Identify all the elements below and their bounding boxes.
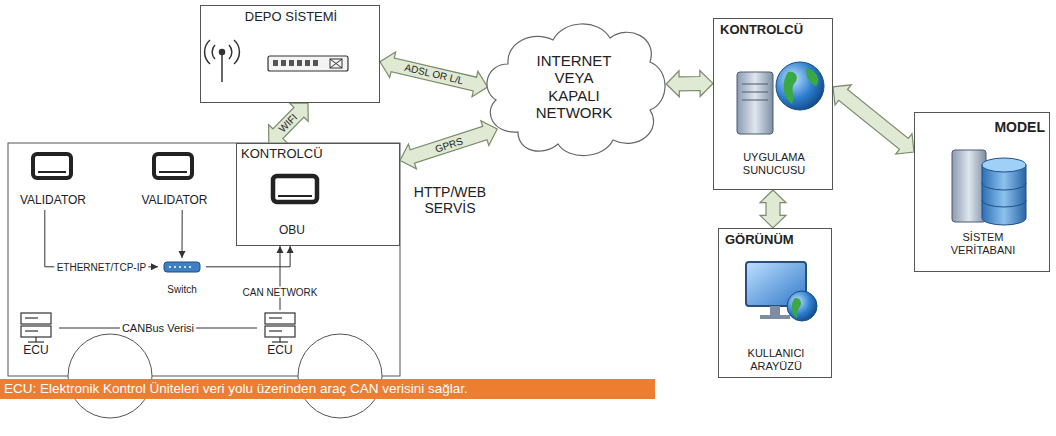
obu-box: KONTROLCÜ OBU: [236, 143, 400, 246]
antenna-icon: [205, 40, 240, 82]
node-title: ECU: [257, 344, 303, 358]
wire: [277, 246, 284, 310]
arrowhead: [287, 246, 294, 253]
connector-label: ETHERNET/TCP-IP: [55, 261, 148, 272]
connector-label: ADSL OR L/L: [401, 62, 466, 87]
arrowhead: [277, 246, 284, 253]
validator-device: VALIDATOR: [12, 150, 94, 210]
server-icon: [737, 72, 773, 134]
validator-icon: [33, 154, 192, 178]
wire-line: [182, 210, 183, 258]
protocol-label: HTTP/WEB SERVİS: [405, 184, 495, 216]
link-arrow-shape: [760, 190, 786, 228]
link-arrow-shape: [666, 71, 713, 97]
link-arrow: [760, 190, 786, 228]
database-icon: [952, 150, 1026, 225]
node-title: VALIDATOR: [12, 194, 94, 208]
node-title: GÖRÜNÜM: [725, 233, 827, 248]
switch-device: Switch: [158, 258, 206, 298]
wire-line: [280, 246, 281, 310]
connector-label: CAN NETWORK: [241, 287, 320, 298]
router-icon: [268, 56, 348, 71]
switch-icon: [164, 262, 200, 272]
globe-icon: [776, 62, 824, 110]
node-title: Switch: [158, 284, 206, 296]
cloud-shape: [487, 24, 665, 156]
network-cloud: INTERNET VEYA KAPALI NETWORK: [478, 12, 670, 162]
link-arrow-shape: [269, 103, 309, 143]
link-arrow-shape: [380, 52, 488, 97]
node-text: KULLANICI ARAYÜZÜ: [731, 347, 821, 372]
monitor-icon: [746, 262, 817, 321]
link-arrow: [400, 121, 497, 169]
model-box: MODEL SİSTEM VERİTABANI: [914, 112, 1050, 272]
connector-label: WIFI: [276, 110, 301, 136]
node-title: KONTROLCÜ: [720, 23, 828, 38]
node-title: ECU: [13, 344, 59, 358]
ecu-device: ECU: [13, 310, 59, 360]
node-text: SİSTEM VERİTABANI: [943, 231, 1023, 256]
link-arrow-shape: [833, 85, 914, 154]
node-text: UYGULAMA SUNUCUSU: [724, 151, 824, 176]
wire-line: [45, 210, 158, 267]
arrowhead: [151, 263, 158, 270]
ecu-device: ECU: [257, 310, 303, 360]
server-box: KONTROLCÜ UYGULAMA SUNUCUSU: [713, 18, 833, 190]
connector-label: CANBus Verisi: [120, 322, 196, 334]
validator-device: VALIDATOR: [132, 150, 217, 210]
node-title: MODEL: [921, 119, 1045, 135]
link-arrow-shape: [400, 121, 497, 169]
ecu-icon: [21, 313, 295, 342]
note-band: ECU: Elektronik Kontrol Üniteleri veri y…: [0, 379, 655, 399]
vehicle-wheel: [68, 334, 382, 418]
obu-icon: [273, 176, 317, 202]
node-title: VALIDATOR: [132, 194, 217, 208]
wire: [179, 210, 186, 258]
connector-label: GPRS: [432, 135, 466, 155]
node-title: DEPO SİSTEMİ: [201, 10, 381, 25]
arrowhead: [179, 251, 186, 258]
wire-line: [206, 246, 290, 267]
link-arrow: [833, 85, 914, 154]
system-box: DEPO SİSTEMİ: [200, 5, 380, 103]
view-box: GÖRÜNÜM KULLANICI ARAYÜZÜ: [718, 228, 832, 378]
link-arrow: [666, 71, 713, 97]
node-title: INTERNET VEYA KAPALI NETWORK: [529, 52, 619, 121]
node-title: KONTROLCÜ: [241, 147, 391, 162]
link-arrow: [269, 103, 309, 143]
link-arrow: [380, 52, 488, 97]
node-text: OBU: [272, 224, 312, 238]
